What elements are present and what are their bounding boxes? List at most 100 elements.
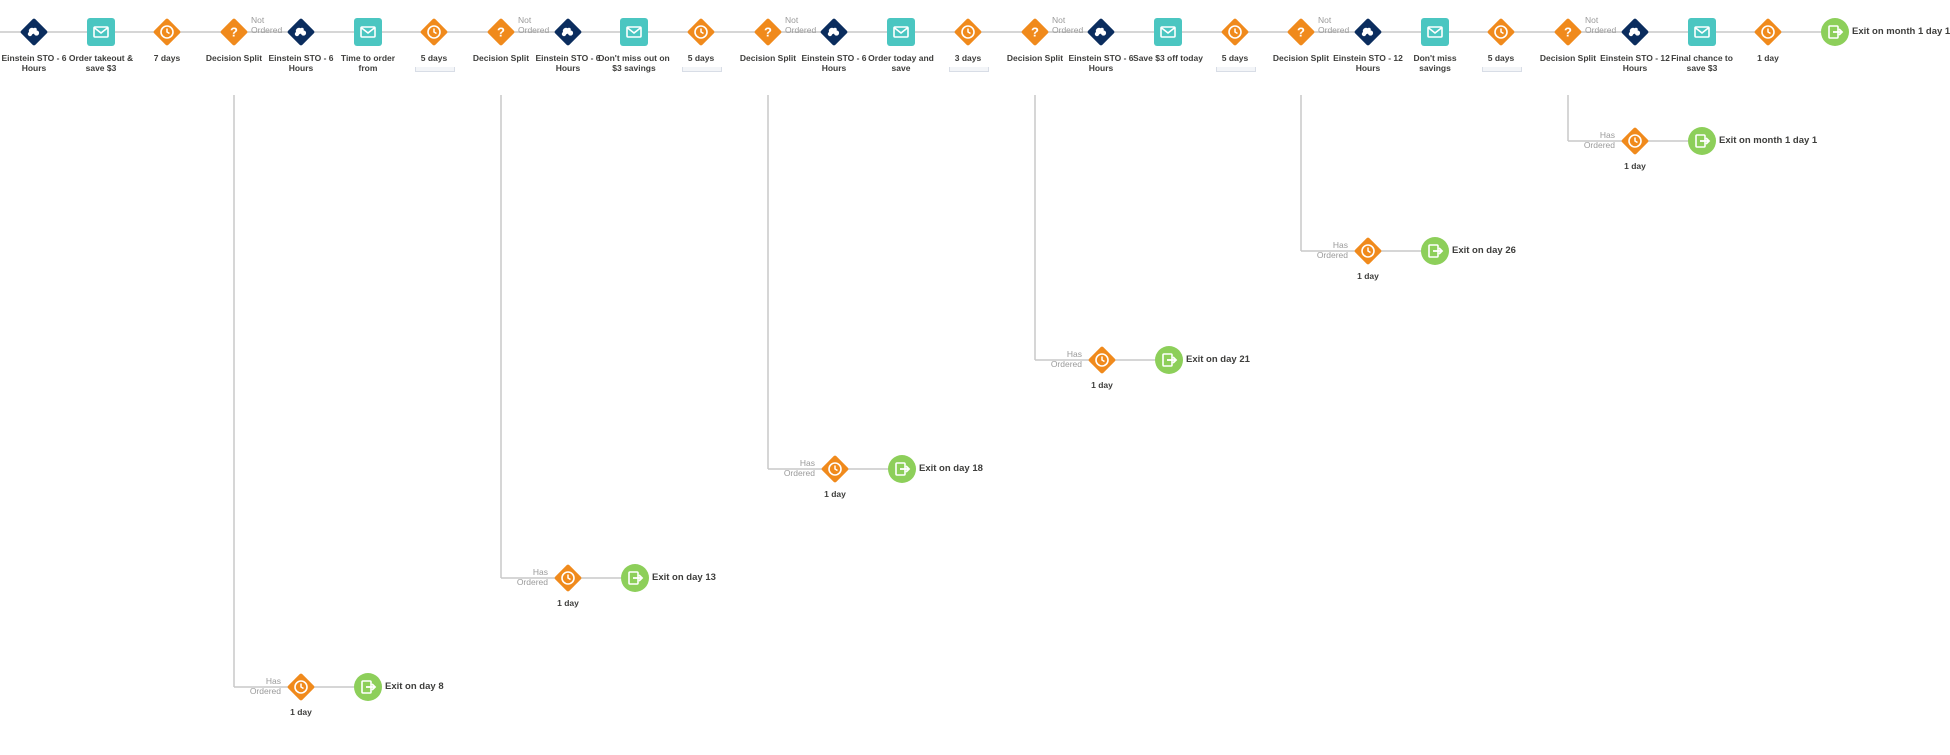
decision-node[interactable]: ? <box>1286 17 1316 47</box>
wait-node[interactable] <box>1753 17 1783 47</box>
exit-icon <box>1155 346 1183 374</box>
question-icon: ? <box>1554 18 1582 46</box>
einstein-sto-icon <box>287 18 315 46</box>
clock-icon <box>1754 18 1782 46</box>
decision-node[interactable]: ? <box>486 17 516 47</box>
branch-wait-node[interactable] <box>286 672 316 702</box>
email-node[interactable] <box>353 17 383 47</box>
wait-badge <box>949 67 989 72</box>
einstein-label: Einstein STO - 12 Hours <box>1333 53 1403 73</box>
einstein-label: Einstein STO - 6 Hours <box>1068 53 1134 73</box>
wait-badge <box>1482 67 1522 72</box>
has-ordered-label: Has Ordered <box>1583 130 1615 150</box>
decision-node[interactable]: ? <box>1553 17 1583 47</box>
wait-label: 7 days <box>153 53 181 63</box>
clock-icon <box>1354 237 1382 265</box>
einstein-node[interactable] <box>19 17 49 47</box>
email-label: Don't miss savings <box>1413 53 1457 73</box>
branch-wait-node[interactable] <box>1620 126 1650 156</box>
wait-node[interactable] <box>686 17 716 47</box>
einstein-node[interactable] <box>553 17 583 47</box>
decision-node[interactable]: ? <box>1020 17 1050 47</box>
has-ordered-label: Has Ordered <box>783 458 815 478</box>
einstein-label: Einstein STO - 6 Hours <box>268 53 334 73</box>
svg-text:?: ? <box>1031 25 1039 40</box>
email-label: Order today and save <box>868 53 934 73</box>
einstein-node[interactable] <box>1353 17 1383 47</box>
exit-label: Exit on month 1 day 1 <box>1852 26 1950 37</box>
clock-icon <box>153 18 181 46</box>
not-ordered-label: Not Ordered <box>1318 15 1350 35</box>
branch-wait-label: 1 day <box>1091 380 1113 390</box>
einstein-node[interactable] <box>1620 17 1650 47</box>
branch-wait-node[interactable] <box>820 454 850 484</box>
email-node[interactable] <box>1153 17 1183 47</box>
einstein-label: Einstein STO - 6 Hours <box>535 53 601 73</box>
einstein-node[interactable] <box>1086 17 1116 47</box>
wait-node[interactable] <box>953 17 983 47</box>
not-ordered-label: Not Ordered <box>1052 15 1084 35</box>
email-node[interactable] <box>1687 17 1717 47</box>
has-ordered-label: Has Ordered <box>516 567 548 587</box>
branch-exit-node[interactable] <box>887 454 917 484</box>
einstein-node[interactable] <box>819 17 849 47</box>
branch-exit-node[interactable] <box>1154 345 1184 375</box>
branch-wait-node[interactable] <box>1087 345 1117 375</box>
einstein-sto-icon <box>20 18 48 46</box>
branch-wait-node[interactable] <box>553 563 583 593</box>
wait-label: 5 days <box>687 53 715 63</box>
decision-node[interactable]: ? <box>753 17 783 47</box>
branch-exit-label: Exit on day 8 <box>385 681 444 692</box>
branch-exit-node[interactable] <box>620 563 650 593</box>
clock-icon <box>954 18 982 46</box>
svg-text:?: ? <box>497 25 505 40</box>
email-icon <box>1421 18 1449 46</box>
email-node[interactable] <box>1420 17 1450 47</box>
exit-icon <box>1821 18 1849 46</box>
email-label: Save $3 off today <box>1133 53 1203 63</box>
branch-exit-node[interactable] <box>1687 126 1717 156</box>
einstein-node[interactable] <box>286 17 316 47</box>
wait-badge <box>1216 67 1256 72</box>
clock-icon <box>420 18 448 46</box>
branch-exit-node[interactable] <box>353 672 383 702</box>
wait-node[interactable] <box>1220 17 1250 47</box>
branch-exit-label: Exit on day 21 <box>1186 354 1250 365</box>
branch-wait-node[interactable] <box>1353 236 1383 266</box>
wait-node[interactable] <box>419 17 449 47</box>
decision-label: Decision Split <box>472 53 530 63</box>
branch-wait-label: 1 day <box>1357 271 1379 281</box>
email-node[interactable] <box>619 17 649 47</box>
einstein-sto-icon <box>1087 18 1115 46</box>
einstein-sto-icon <box>820 18 848 46</box>
einstein-sto-icon <box>1621 18 1649 46</box>
exit-icon <box>1688 127 1716 155</box>
branch-exit-label: Exit on month 1 day 1 <box>1719 135 1818 146</box>
exit-icon <box>888 455 916 483</box>
branch-exit-node[interactable] <box>1420 236 1450 266</box>
exit-icon <box>354 673 382 701</box>
clock-icon <box>821 455 849 483</box>
branch-wait-label: 1 day <box>557 598 579 608</box>
wait-label: 3 days <box>954 53 982 63</box>
decision-label: Decision Split <box>205 53 263 63</box>
exit-node[interactable] <box>1820 17 1850 47</box>
branch-exit-label: Exit on day 18 <box>919 463 983 474</box>
branch-exit-label: Exit on day 26 <box>1452 245 1516 256</box>
email-icon <box>620 18 648 46</box>
wait-node[interactable] <box>1486 17 1516 47</box>
einstein-label: Einstein STO - 6 Hours <box>801 53 867 73</box>
email-label: Time to order from <box>340 53 396 73</box>
decision-node[interactable]: ? <box>219 17 249 47</box>
svg-text:?: ? <box>1564 25 1572 40</box>
email-node[interactable] <box>86 17 116 47</box>
einstein-sto-icon <box>1354 18 1382 46</box>
svg-text:?: ? <box>1297 25 1305 40</box>
wait-node[interactable] <box>152 17 182 47</box>
svg-text:?: ? <box>764 25 772 40</box>
email-label: Don't miss out on $3 savings <box>598 53 670 73</box>
email-node[interactable] <box>886 17 916 47</box>
decision-label: Decision Split <box>1006 53 1064 63</box>
